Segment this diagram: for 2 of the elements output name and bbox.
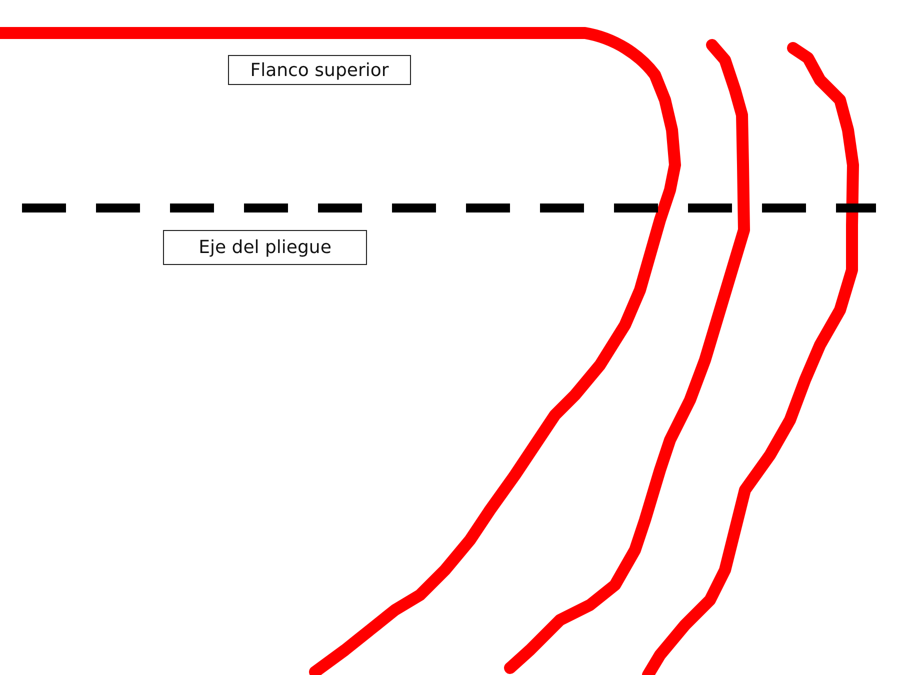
label-box: Eje del pliegue xyxy=(163,230,367,265)
label-box: Flanco superior xyxy=(228,55,411,85)
